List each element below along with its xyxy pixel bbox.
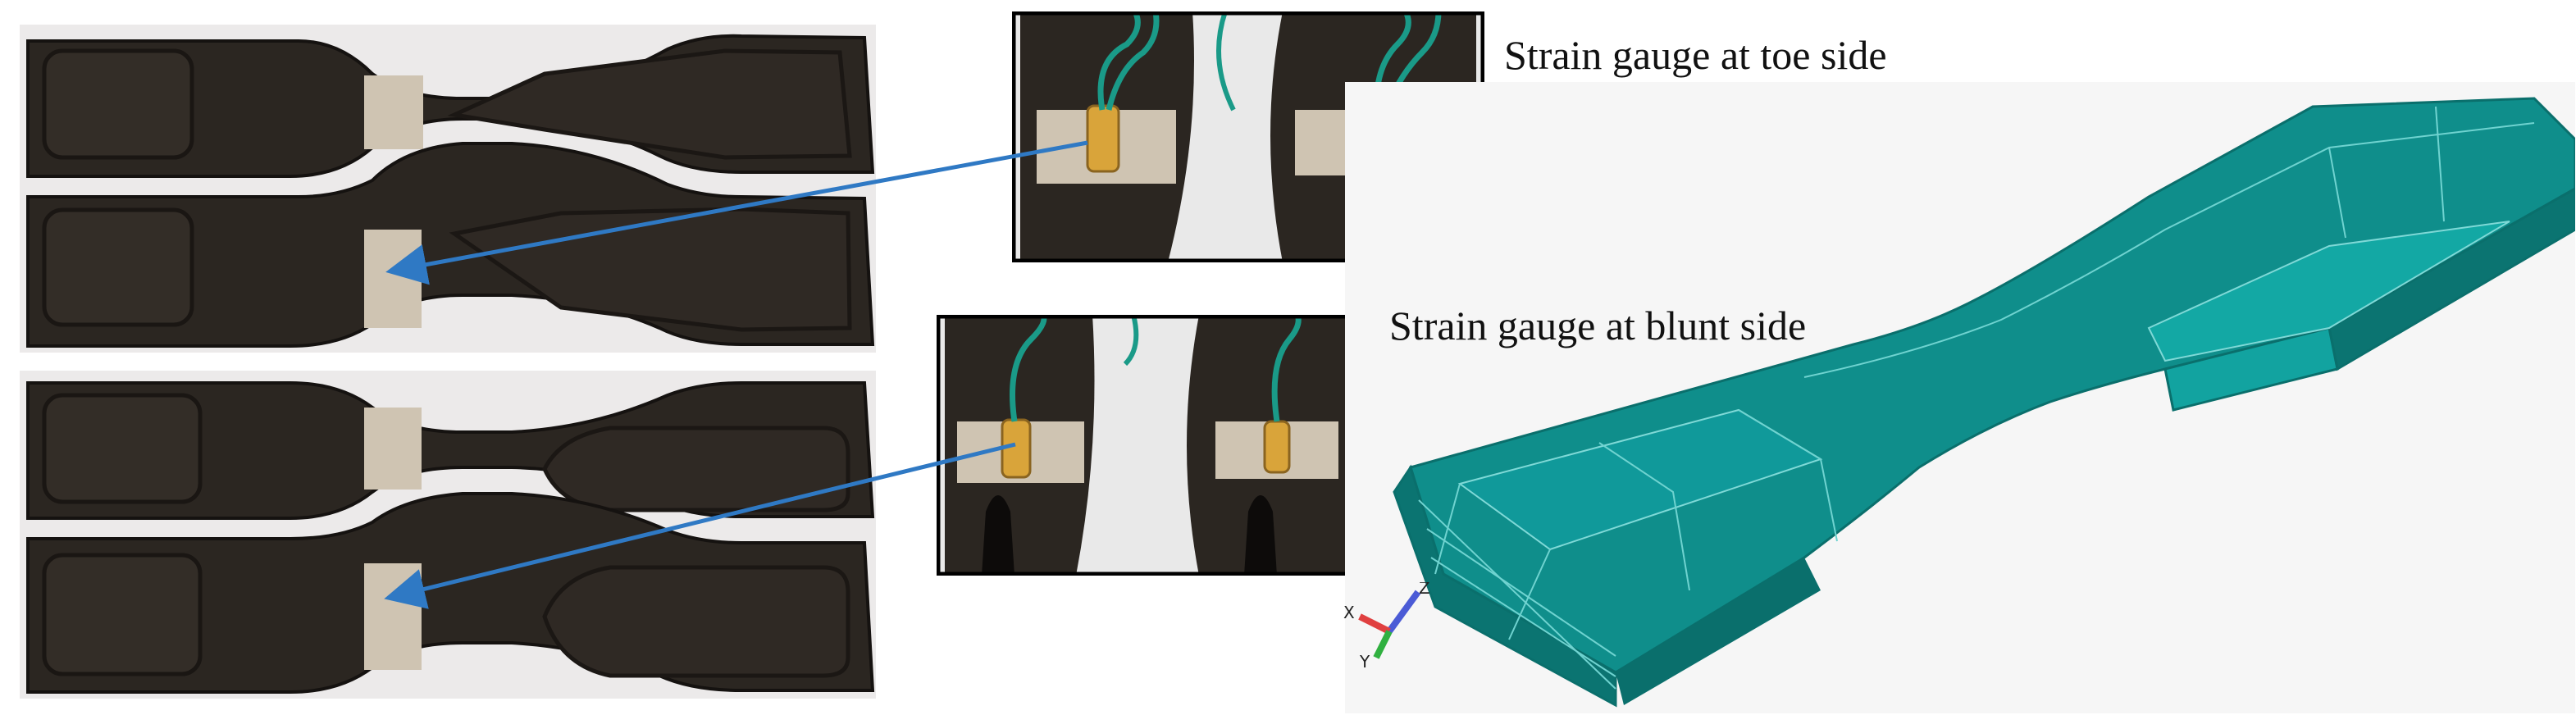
axis-z-label: Z [1419, 582, 1430, 598]
label-blunt-side: Strain gauge at blunt side [1389, 303, 1807, 348]
closeup-blunt [937, 315, 1371, 576]
axis-y-label: Y [1359, 652, 1370, 672]
specimen-photo-toe [20, 25, 876, 353]
label-toe-side: Strain gauge at toe side [1504, 32, 1887, 78]
specimen-photo-blunt [20, 371, 876, 699]
axis-triad-icon: Z X Y [1343, 582, 1430, 672]
fe-mesh-model [1345, 82, 2575, 713]
arrow-blunt [384, 442, 1016, 609]
arrow-toe [385, 140, 1088, 285]
axis-x-label: X [1343, 603, 1355, 622]
